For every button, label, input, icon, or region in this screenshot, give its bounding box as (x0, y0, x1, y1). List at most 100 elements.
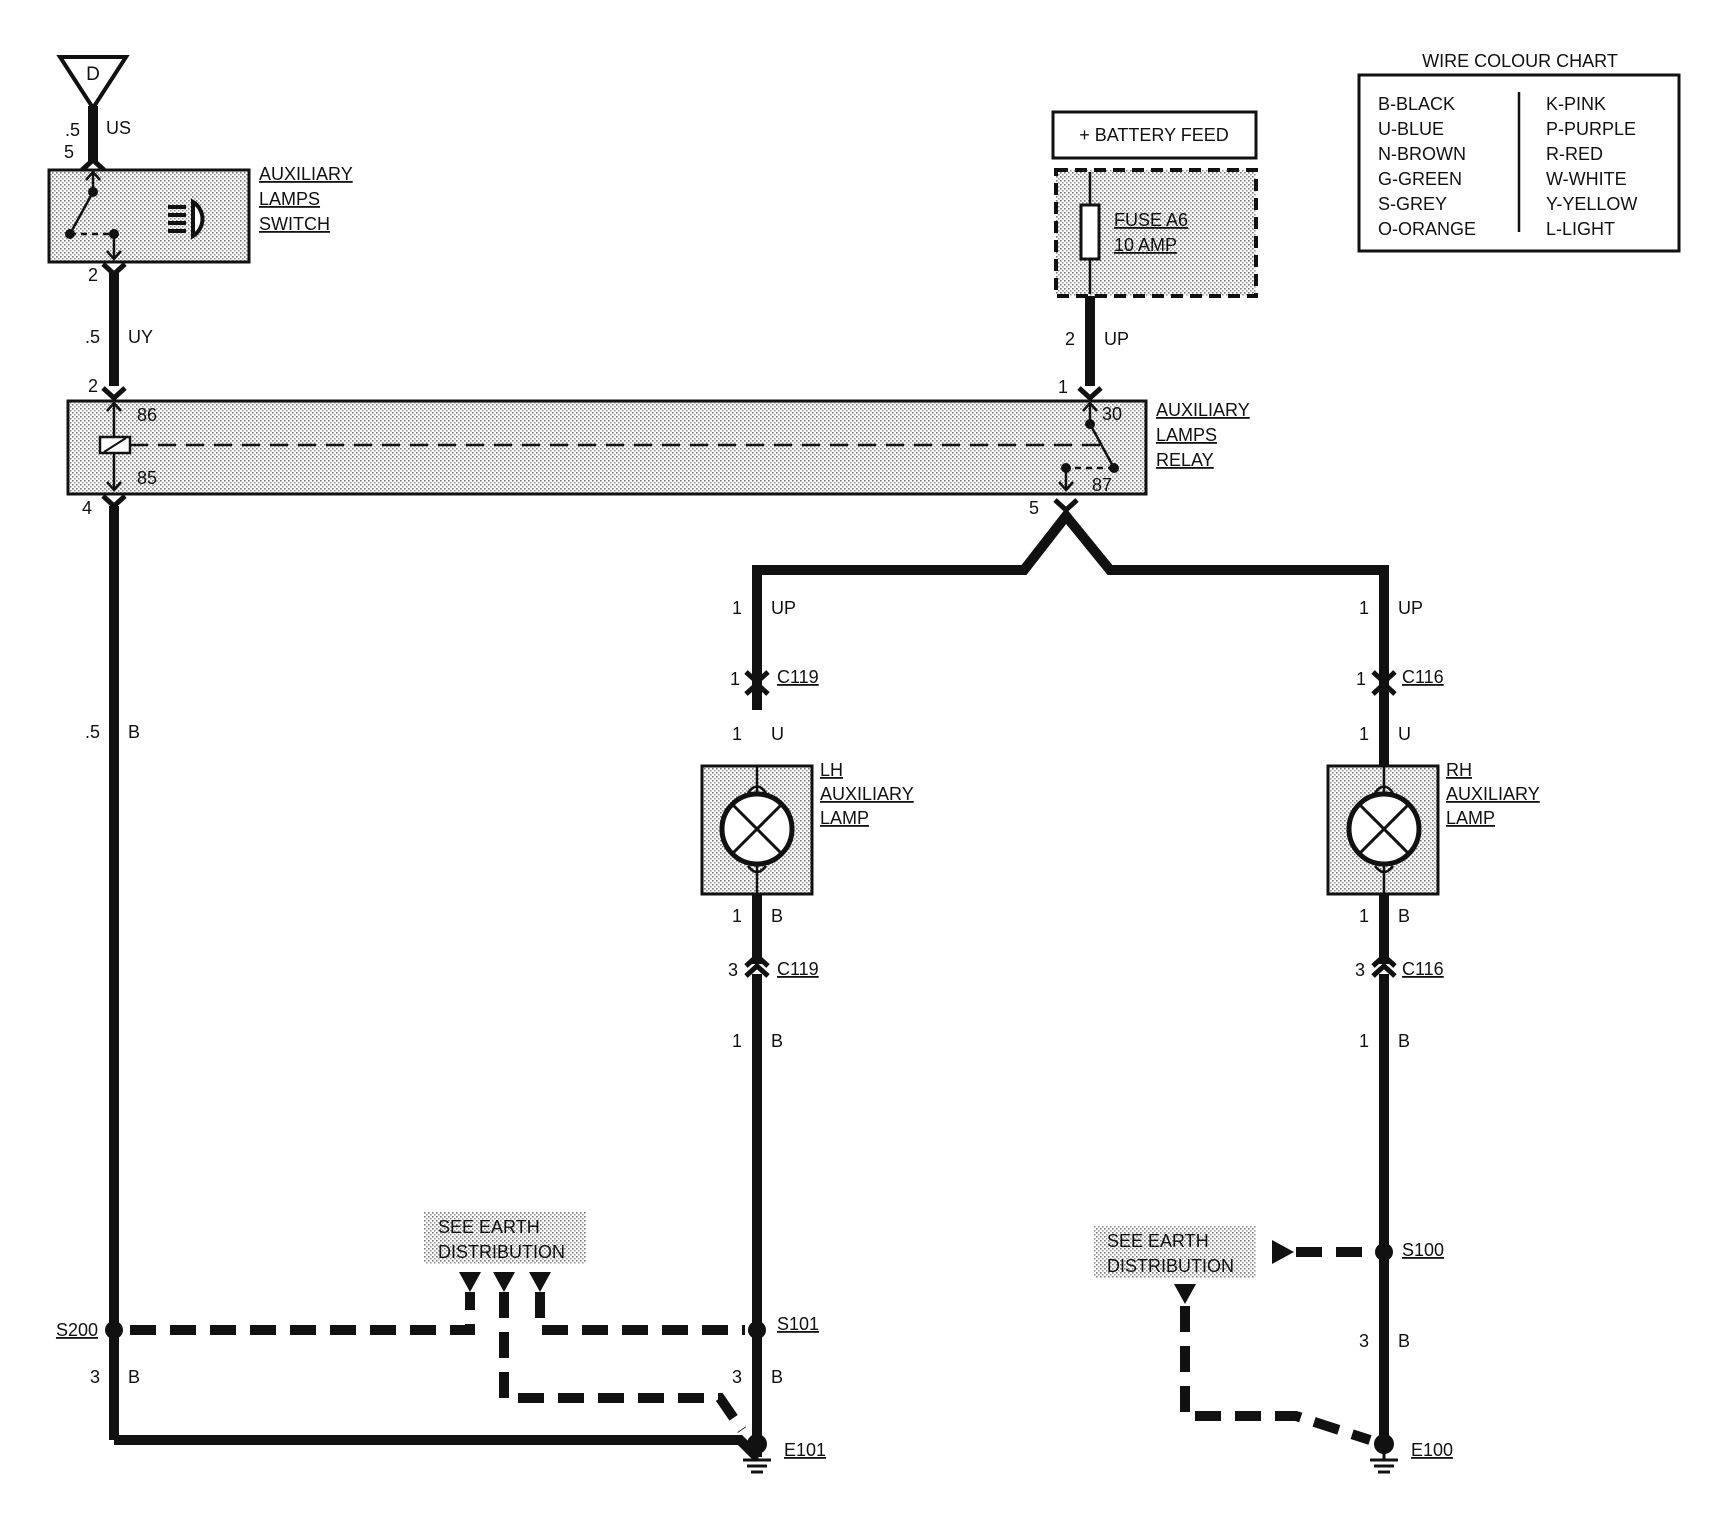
connector-icon (101, 494, 127, 510)
wire-size: 3 (90, 1367, 100, 1387)
earth-note-text: SEE EARTH (1107, 1231, 1209, 1251)
lamp-label: LAMP (820, 808, 869, 828)
relay-contact-arm (1088, 423, 1116, 469)
auxiliary-lamps-switch: AUXILIARY LAMPS SWITCH 2 (47, 156, 353, 285)
wire-colour: B (771, 1367, 783, 1387)
earth-arrow-icon (1272, 1240, 1294, 1264)
relay-label: LAMPS (1156, 425, 1217, 445)
wire-size: 1 (1359, 598, 1369, 618)
earth-distribution-left: SEE EARTH DISTRIBUTION (130, 1212, 747, 1433)
splice-label: S100 (1402, 1240, 1444, 1260)
lamp-bulb-icon (719, 785, 795, 874)
pin-number: 3 (728, 960, 738, 980)
colour-entry: G-GREEN (1378, 169, 1462, 189)
earth-distribution-right: SEE EARTH DISTRIBUTION (1094, 1226, 1372, 1445)
earth-dashed-wire (130, 1292, 475, 1335)
colour-entry: K-PINK (1546, 94, 1606, 114)
arrow-icon (1082, 401, 1098, 412)
switch-label: LAMPS (259, 189, 320, 209)
connector-label: C119 (777, 959, 819, 979)
colour-entry: W-WHITE (1546, 169, 1627, 189)
earth-dashed-wire (535, 1292, 745, 1335)
switch-label: AUXILIARY (259, 164, 353, 184)
earth-dashed-wire (499, 1292, 747, 1433)
splice-label: S101 (777, 1314, 819, 1334)
headlamp-icon (168, 198, 205, 240)
wire-colour: B (1398, 1031, 1410, 1051)
wire-colour-chart: WIRE COLOUR CHART B-BLACK U-BLUE N-BROWN… (1357, 51, 1681, 253)
switch-label: SWITCH (259, 214, 330, 234)
earth-note-text: DISTRIBUTION (438, 1242, 565, 1262)
terminal-label: 87 (1092, 475, 1112, 495)
colour-entry: P-PURPLE (1546, 119, 1636, 139)
pin-number: 4 (82, 498, 92, 518)
earth-e101-icon (743, 1434, 771, 1474)
wire-size: 1 (732, 724, 742, 744)
connector-icon (1077, 386, 1103, 402)
lamp-bulb-icon (1346, 785, 1422, 874)
pin-number: 2 (1065, 329, 1075, 349)
earth-dashed-wire (1180, 1306, 1372, 1445)
wire-colour: B (771, 906, 783, 926)
wire-size: 3 (732, 1367, 742, 1387)
arrow-icon (85, 170, 101, 181)
earth-arrow-icon (529, 1272, 551, 1292)
terminal-label: 85 (137, 468, 157, 488)
colour-entry: Y-YELLOW (1546, 194, 1637, 214)
relay-coil-icon (103, 437, 127, 453)
wire-size: 1 (1359, 1031, 1369, 1051)
wire-colour: US (106, 118, 131, 138)
connector-icon (80, 156, 106, 172)
pin-number: 2 (88, 265, 98, 285)
earth-note-box (424, 1212, 586, 1264)
wire-switch-to-relay: .5 UY 2 (85, 272, 153, 402)
wire-b-to-e101 (114, 1435, 761, 1461)
pin-number: 1 (1356, 669, 1366, 689)
wire-colour: UY (128, 327, 153, 347)
pin-number: 2 (88, 376, 98, 396)
battery-feed-box (1051, 110, 1258, 160)
pin-number: 3 (1355, 960, 1365, 980)
switch-lever (68, 191, 95, 235)
auxiliary-lamps-relay: 86 85 30 87 AUXILIARY LAMPS RELAY 4 5 (66, 399, 1250, 518)
source-symbol: D (86, 64, 100, 85)
connector-icon (1371, 962, 1397, 978)
relay-body (66, 399, 1148, 496)
earth-note-text: DISTRIBUTION (1107, 1256, 1234, 1276)
earth-label: E101 (784, 1440, 826, 1460)
lamp-label: AUXILIARY (1446, 784, 1540, 804)
wire-size: .5 (85, 327, 100, 347)
splice-s100 (1375, 1243, 1393, 1261)
wire-colour: UP (1398, 598, 1423, 618)
earth-label: E100 (1411, 1440, 1453, 1460)
wire-colour-chart-title: WIRE COLOUR CHART (1422, 51, 1618, 71)
connector-icon (744, 962, 770, 978)
fuse-label: FUSE A6 (1114, 210, 1188, 230)
connector-label: C116 (1402, 667, 1444, 687)
colour-entry: S-GREY (1378, 194, 1447, 214)
wire-size: 1 (732, 598, 742, 618)
colour-entry: L-LIGHT (1546, 219, 1615, 239)
wire-colour: B (771, 1031, 783, 1051)
lamp-label: RH (1446, 760, 1472, 780)
battery-feed: + BATTERY FEED FUSE A6 10 AMP 2 UP 1 (1051, 110, 1258, 402)
arrow-icon (106, 401, 122, 412)
colour-entry: B-BLACK (1378, 94, 1455, 114)
wire-colour: B (128, 722, 140, 742)
wire-up-branch (752, 507, 1389, 710)
connector-label: C116 (1402, 959, 1444, 979)
wire-colour: B (1398, 1331, 1410, 1351)
lamp-label: AUXILIARY (820, 784, 914, 804)
earth-arrow-icon (459, 1272, 481, 1292)
arrow-icon (106, 481, 122, 492)
connector-icon (744, 680, 770, 696)
earth-note-text: SEE EARTH (438, 1217, 540, 1237)
wire-size: 1 (732, 1031, 742, 1051)
connector-icon (101, 386, 127, 402)
source-triangle-icon (56, 55, 130, 112)
colour-entry: U-BLUE (1378, 119, 1444, 139)
relay-label: AUXILIARY (1156, 400, 1250, 420)
wire-size: .5 (65, 120, 80, 140)
lh-lamp-branch: 1 UP 1 C119 1 U LH AUXILIARY LAMP 1 B 3 … (700, 598, 914, 1474)
pin-number: 5 (64, 142, 74, 162)
